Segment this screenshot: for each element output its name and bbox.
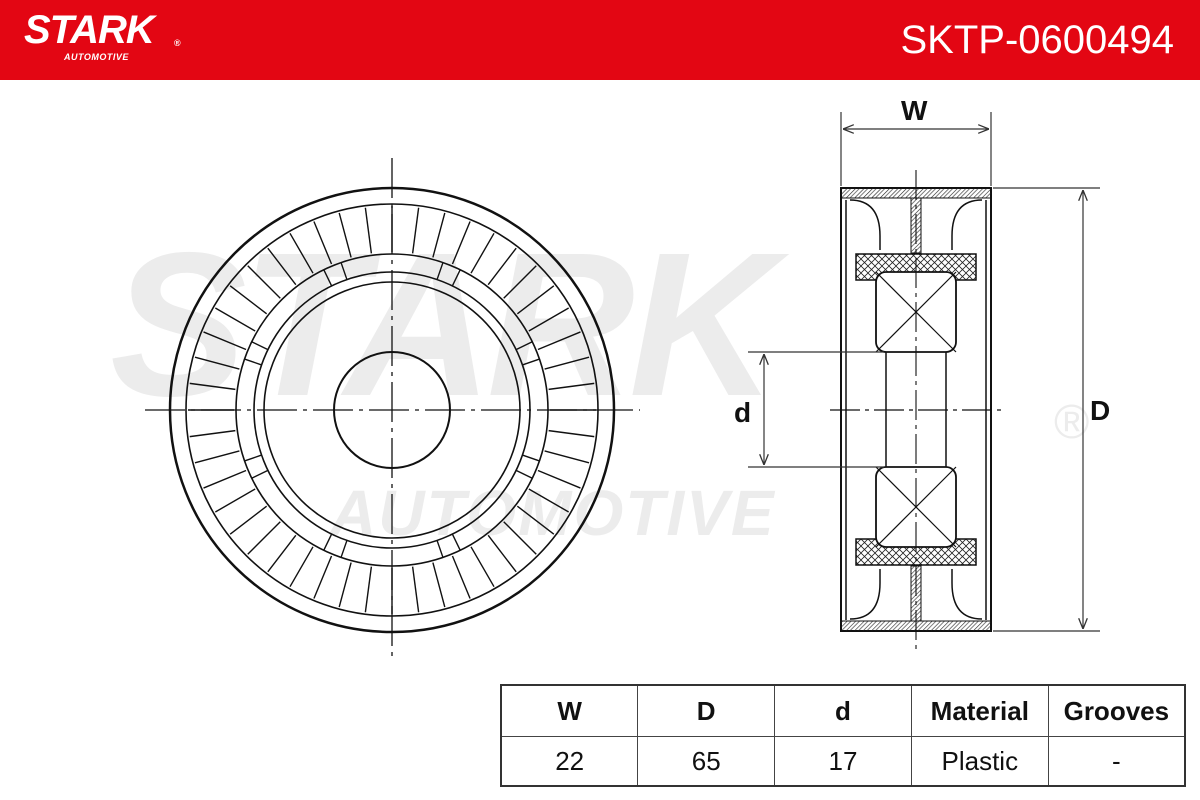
- watermark-logo: STARK: [110, 210, 777, 439]
- rib-line: [189, 382, 236, 391]
- rib-line: [338, 212, 352, 258]
- specs-value-cell: -: [1047, 736, 1186, 787]
- rib-line: [411, 207, 420, 254]
- inner-rib-line: [244, 358, 262, 366]
- rib-line: [470, 232, 495, 274]
- rib-line: [411, 566, 420, 613]
- rib-line: [364, 566, 373, 613]
- rib-line: [267, 534, 297, 573]
- rib-line: [194, 450, 240, 464]
- inner-rib-line: [451, 533, 461, 551]
- rib-line: [487, 534, 517, 573]
- rib-line: [364, 207, 373, 254]
- rib-line: [516, 285, 555, 315]
- header-bar: STARK ® AUTOMOTIVE SKTP-0600494: [0, 0, 1200, 80]
- rib-line: [313, 555, 333, 599]
- rib-line: [203, 469, 247, 489]
- specs-header-cell: W: [500, 684, 639, 737]
- rib-line: [544, 450, 590, 464]
- rib-line: [229, 505, 268, 535]
- inner-rib-line: [251, 341, 269, 351]
- rib-line: [432, 212, 446, 258]
- specs-header-cell: Material: [910, 684, 1049, 737]
- inner-rib-line: [340, 540, 348, 558]
- logo-text: STARK: [24, 8, 155, 52]
- rib-line: [247, 521, 281, 555]
- outer-diameter-label: D: [1090, 395, 1111, 426]
- inner-rib-line: [451, 269, 461, 287]
- inner-rib-line: [515, 341, 533, 351]
- rib-line: [528, 307, 570, 332]
- rib-line: [194, 356, 240, 370]
- specs-header-row: W D d Material Grooves: [500, 684, 1186, 737]
- rib-line: [548, 429, 595, 438]
- inner-rib-line: [340, 262, 348, 280]
- rib-line: [528, 488, 570, 513]
- rib-line: [451, 221, 471, 265]
- inner-diameter-label: d: [734, 397, 752, 428]
- rib-line: [516, 505, 555, 535]
- specs-value-cell: Plastic: [910, 736, 1049, 787]
- rib-line: [503, 521, 537, 555]
- rib-line: [313, 221, 333, 265]
- front-view: [145, 158, 640, 662]
- inner-rib-line: [522, 454, 540, 462]
- logo-subtitle: AUTOMOTIVE: [64, 52, 129, 62]
- rib-line: [289, 546, 314, 588]
- rib-line: [503, 265, 537, 299]
- rib-line: [470, 546, 495, 588]
- specs-header-cell: d: [774, 684, 912, 737]
- inner-rib-line: [436, 262, 444, 280]
- specs-value-cell: 65: [637, 736, 776, 787]
- rib-line: [544, 356, 590, 370]
- inner-rib-line: [323, 533, 333, 551]
- inner-ribs: [244, 262, 540, 558]
- rib-line: [548, 382, 595, 391]
- rib-line: [537, 331, 581, 351]
- rib-line: [451, 555, 471, 599]
- rib-line: [267, 247, 297, 286]
- rib-line: [338, 562, 352, 608]
- rib-line: [247, 265, 281, 299]
- inner-rib-line: [522, 358, 540, 366]
- rib-line: [289, 232, 314, 274]
- inner-rib-line: [515, 469, 533, 479]
- specs-header-cell: Grooves: [1047, 684, 1186, 737]
- specs-value-cell: 22: [500, 736, 639, 787]
- logo-registered-mark: ®: [174, 38, 181, 48]
- rib-line: [487, 247, 517, 286]
- specs-table: W D d Material Grooves 22 65 17 Plastic …: [500, 684, 1186, 787]
- inner-rib-line: [323, 269, 333, 287]
- rib-line: [203, 331, 247, 351]
- rib-line: [432, 562, 446, 608]
- width-label: W: [901, 95, 928, 126]
- watermark-subtitle: AUTOMOTIVE: [330, 477, 776, 549]
- inner-rib-line: [436, 540, 444, 558]
- rib-line: [214, 488, 256, 513]
- specs-value-row: 22 65 17 Plastic -: [500, 736, 1186, 787]
- specs-value-cell: 17: [774, 736, 912, 787]
- part-number: SKTP-0600494: [900, 18, 1174, 62]
- side-section-view: [830, 170, 1003, 650]
- inner-rib-line: [251, 469, 269, 479]
- inner-rib-line: [244, 454, 262, 462]
- specs-header-cell: D: [637, 684, 776, 737]
- rib-line: [537, 469, 581, 489]
- rib-line: [229, 285, 268, 315]
- stark-logo: STARK ® AUTOMOTIVE: [24, 8, 181, 62]
- rib-line: [189, 429, 236, 438]
- rib-line: [214, 307, 256, 332]
- dimension-lines: [748, 112, 1100, 632]
